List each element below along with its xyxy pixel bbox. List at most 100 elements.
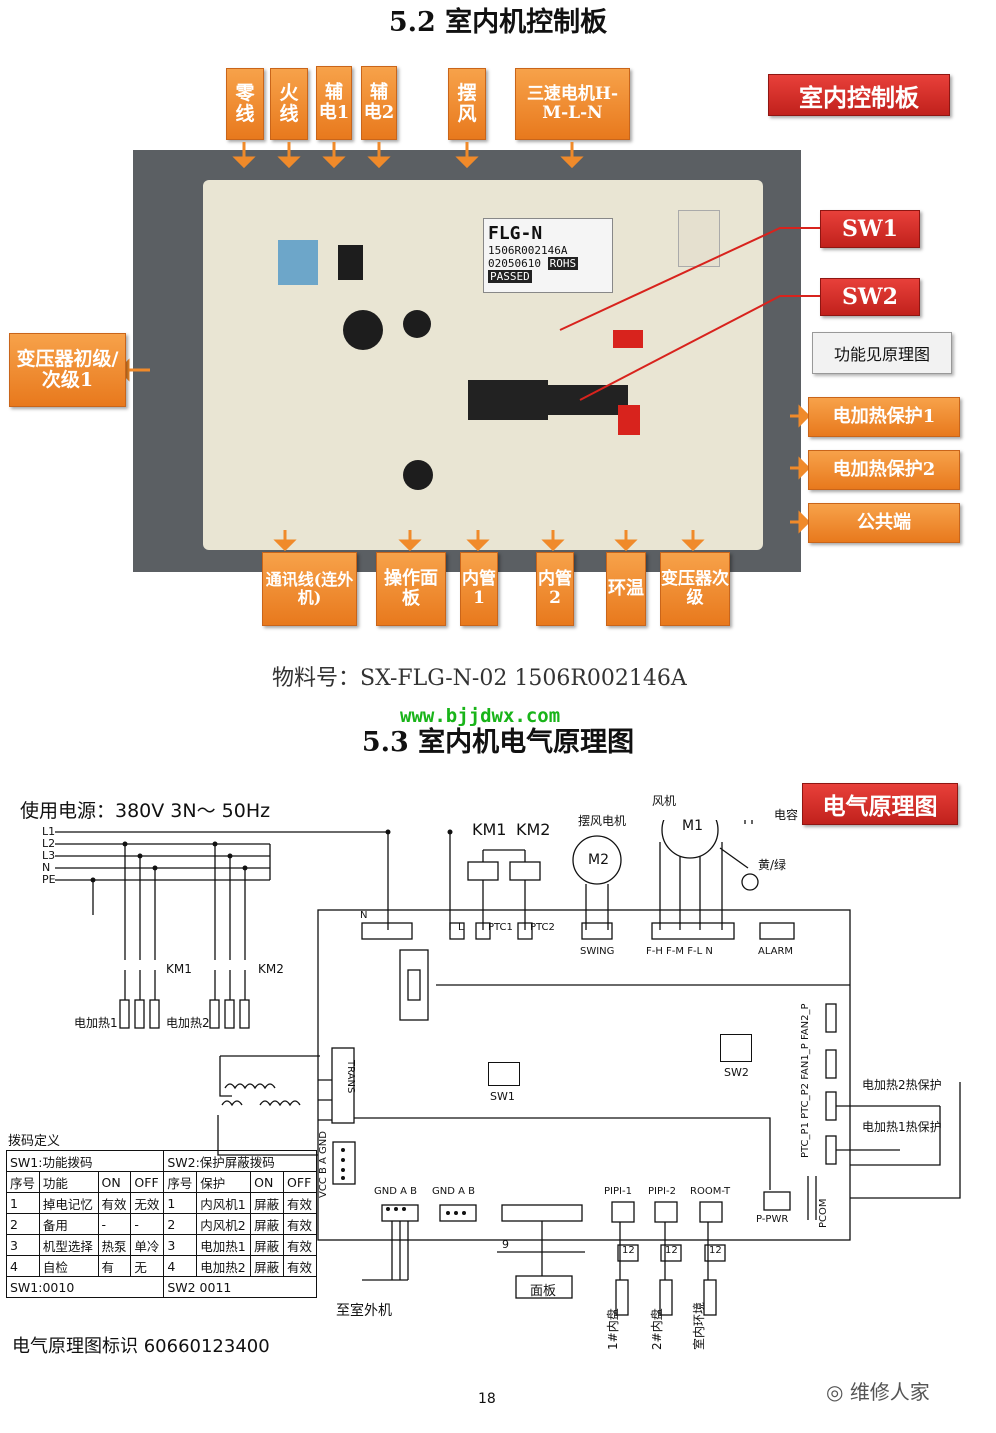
cell: 1 [6, 1192, 40, 1214]
line-l2: L2 [42, 837, 56, 850]
heater-2-label: 电加热2 [166, 1016, 210, 1030]
panel-label: 面板 [530, 1284, 557, 1299]
cell: 无 [130, 1255, 165, 1277]
sensor-2-label: 2#内盘 [650, 1308, 664, 1350]
pcb-passed: PASSED [488, 270, 532, 283]
col-header: 功能 [38, 1171, 99, 1193]
room-t-label: ROOM-T [690, 1186, 731, 1197]
sw1-setting: SW1:0010 [5, 1276, 165, 1298]
cell: 热泵 [97, 1234, 132, 1256]
m1-label: M1 [682, 818, 703, 834]
label-transformer: 变压器初级/次级1 [9, 333, 126, 407]
line-pe: PE [42, 873, 56, 886]
sensor-1-label: 1#内盘 [606, 1308, 620, 1350]
cell: 有效 [283, 1234, 317, 1256]
chip [468, 380, 548, 420]
dip-table-header-sw1: SW1:功能拨码 [5, 1150, 165, 1172]
label-live: 火线 [270, 68, 308, 140]
cell: 3 [163, 1234, 198, 1256]
ground-label: 黄/绿 [758, 858, 787, 872]
col-header: 保护 [196, 1171, 252, 1193]
cell: 有 [97, 1255, 132, 1277]
label-operation-panel: 操作面板 [376, 552, 446, 626]
label-sw2: SW2 [820, 278, 920, 316]
logo-text: 维修人家 [849, 1380, 930, 1404]
wire-count-9: 9 [502, 1238, 509, 1251]
to-outdoor-label: 至室外机 [336, 1303, 392, 1319]
label-common: 公共端 [808, 503, 960, 543]
label-three-speed-motor: 三速电机H-M-L-N [515, 68, 630, 140]
cell: 备用 [38, 1213, 99, 1235]
km1-label: KM1 [472, 820, 507, 839]
cell: 屏蔽 [250, 1213, 285, 1235]
gnd-ab-2: GND A B [432, 1186, 475, 1197]
label-heater-protect-1: 电加热保护1 [808, 397, 960, 437]
material-number: 物料号：SX-FLG-N-02 1506R002146A [272, 666, 687, 691]
schematic-diagram [55, 820, 961, 1316]
cell: 内风机1 [196, 1192, 252, 1214]
m2-label: M2 [588, 852, 609, 868]
right-connector-labels: PTC_P1 PTC_P2 FAN1_P FAN2_P [800, 1003, 811, 1159]
wechat-icon: ◎ [826, 1380, 844, 1404]
dip-table: SW1:功能拨码 SW2:保护屏蔽拨码 序号 功能 ON OFF 序号 保护 O… [5, 1150, 317, 1298]
trans-label: TRANS [345, 1060, 356, 1094]
label-aux-power-2: 辅电2 [361, 66, 397, 140]
capacitor [343, 310, 383, 350]
callout-arrows [117, 142, 820, 552]
vcc-label: VCC B A GND [318, 1131, 329, 1198]
cell: 有效 [97, 1192, 132, 1214]
cell: 有效 [283, 1192, 317, 1214]
r12-1: 12 [622, 1245, 635, 1256]
power-lines: L1 L2 L3 N PE [42, 826, 56, 886]
cell: 有效 [283, 1213, 317, 1235]
cell: 电加热1 [196, 1234, 252, 1256]
badge-electrical-diagram: 电气原理图 [802, 783, 958, 825]
cell: 有效 [283, 1255, 317, 1277]
label-heater-protect-2: 电加热保护2 [808, 450, 960, 490]
label-sw1: SW1 [820, 210, 920, 248]
line-l1: L1 [42, 825, 56, 838]
term-l: L [458, 922, 464, 933]
r12-3: 12 [709, 1245, 722, 1256]
pipe-1-label: PIPI-1 [604, 1186, 632, 1197]
sensor-room-label: 室内环境 [692, 1301, 706, 1350]
chip [548, 385, 628, 415]
capacitor-label: 电容 [774, 808, 799, 822]
capacitor [403, 310, 431, 338]
label-function-see-diagram: 功能见原理图 [812, 332, 952, 374]
dip-switch-sw2 [618, 405, 640, 435]
sw1-dip-icon [488, 1062, 520, 1086]
sw2-dip-icon [720, 1034, 752, 1062]
power-supply-spec: 使用电源：380V 3N～ 50Hz [20, 800, 271, 822]
cell: 单冷 [130, 1234, 165, 1256]
line-n: N [42, 861, 51, 874]
col-header: OFF [130, 1171, 165, 1193]
cell: 自检 [38, 1255, 99, 1277]
pcb-sticker: FLG-N 1506R002146A 02050610 ROHS PASSED [483, 218, 613, 293]
label-inner-pipe-2: 内管2 [536, 552, 574, 626]
cell: 电加热2 [196, 1255, 252, 1277]
cell: 内风机2 [196, 1213, 252, 1235]
gnd-ab-1: GND A B [374, 1186, 417, 1197]
cell: 4 [163, 1255, 198, 1277]
relay [678, 210, 720, 267]
term-n: N [360, 910, 368, 921]
label-transformer-secondary: 变压器次级 [660, 552, 730, 626]
pcb-rohs: ROHS [547, 257, 579, 270]
diagram-id: 电气原理图标识 60660123400 [12, 1336, 270, 1357]
cell: 屏蔽 [250, 1192, 285, 1214]
pcom-label: PCOM [818, 1198, 829, 1228]
cell: 屏蔽 [250, 1255, 285, 1277]
term-alarm: ALARM [758, 946, 794, 957]
r12-2: 12 [665, 1245, 678, 1256]
label-ambient-temp: 环温 [606, 552, 646, 626]
swing-motor-label: 摆风电机 [578, 814, 627, 828]
km1-switch-label: KM1 [166, 962, 192, 976]
fan-label: 风机 [652, 794, 677, 808]
capacitor [403, 460, 433, 490]
cell: - [97, 1213, 132, 1235]
